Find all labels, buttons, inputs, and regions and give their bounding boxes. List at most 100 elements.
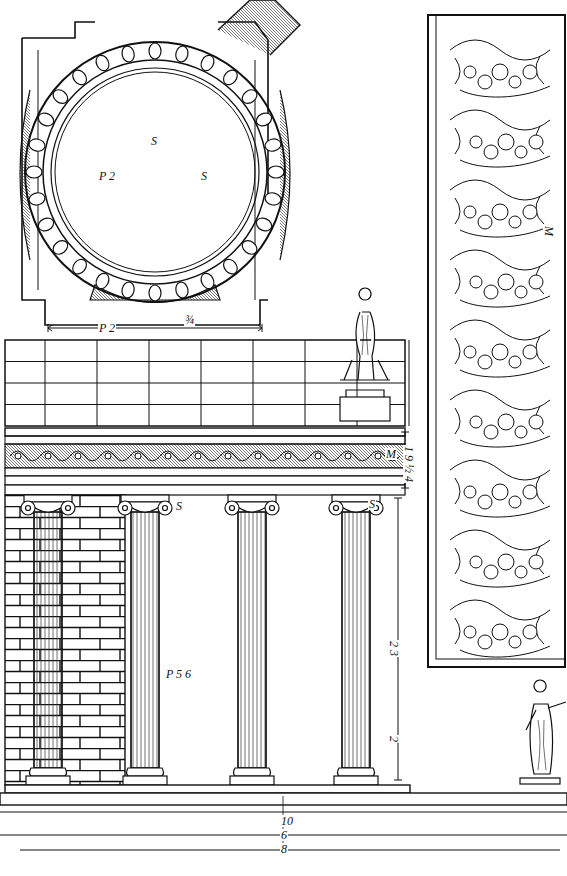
woodcut-stroke <box>94 271 112 291</box>
woodcut-stroke <box>484 285 498 299</box>
woodcut-stroke <box>515 426 527 438</box>
woodcut-stroke <box>265 501 279 515</box>
woodcut-stroke <box>509 636 521 648</box>
woodcut-stroke <box>455 266 544 294</box>
woodcut-stroke <box>315 453 321 459</box>
woodcut-stroke <box>118 501 132 515</box>
woodcut-stroke <box>50 87 70 106</box>
woodcut-stroke <box>334 506 339 511</box>
woodcut-stroke <box>450 320 550 340</box>
callout-label: S <box>150 135 158 147</box>
woodcut-stroke <box>40 451 70 461</box>
woodcut-stroke <box>285 453 291 459</box>
woodcut-stroke <box>50 238 70 257</box>
woodcut-stroke <box>460 366 550 377</box>
woodcut-stroke <box>470 276 482 288</box>
callout-label: M <box>385 448 397 460</box>
woodcut-stroke <box>199 53 217 73</box>
woodcut-stroke <box>130 451 160 461</box>
woodcut-stroke <box>455 196 544 224</box>
woodcut-stroke <box>21 501 35 515</box>
callout-label: ¾ <box>184 314 195 326</box>
woodcut-stroke <box>455 546 544 574</box>
callout-label: P 5 6 <box>165 668 192 680</box>
woodcut-stroke <box>478 635 492 649</box>
woodcut-stroke <box>484 565 498 579</box>
woodcut-stroke <box>280 451 310 461</box>
woodcut-stroke <box>460 576 550 587</box>
woodcut-stroke <box>221 67 240 87</box>
woodcut-stroke <box>450 390 550 410</box>
woodcut-stroke <box>255 453 261 459</box>
callout-label: 2 <box>388 735 400 743</box>
woodcut-stroke <box>199 271 217 291</box>
woodcut-stroke <box>523 65 537 79</box>
woodcut-stroke <box>127 768 164 776</box>
woodcut-stroke <box>450 180 550 200</box>
woodcut-stroke <box>450 110 550 130</box>
callout-label: 2 3 <box>388 640 400 657</box>
woodcut-stroke <box>460 86 550 97</box>
woodcut-stroke <box>70 257 89 277</box>
woodcut-stroke <box>230 506 235 511</box>
woodcut-stroke <box>225 501 239 515</box>
woodcut-stroke <box>464 66 476 78</box>
woodcut-stroke <box>455 336 544 364</box>
woodcut-stroke <box>523 485 537 499</box>
woodcut-stroke <box>234 768 271 776</box>
woodcut-stroke <box>97 340 98 426</box>
woodcut-stroke <box>515 286 527 298</box>
woodcut-stroke <box>492 624 508 640</box>
woodcut-stroke <box>131 512 159 768</box>
woodcut-stroke <box>160 451 190 461</box>
woodcut-stroke <box>61 501 75 515</box>
woodcut-stroke <box>455 406 544 434</box>
woodcut-stroke <box>450 600 550 620</box>
woodcut-stroke <box>149 43 161 59</box>
woodcut-stroke <box>24 495 72 502</box>
woodcut-stroke <box>190 451 220 461</box>
woodcut-stroke <box>464 206 476 218</box>
woodcut-stroke <box>28 137 46 152</box>
woodcut-stroke <box>149 340 150 426</box>
woodcut-stroke <box>123 506 128 511</box>
woodcut-stroke <box>509 76 521 88</box>
woodcut-stroke <box>529 135 543 149</box>
callout-label: P 2 <box>98 322 116 334</box>
woodcut-stroke <box>75 453 81 459</box>
woodcut-stroke <box>238 512 266 768</box>
woodcut-stroke <box>464 486 476 498</box>
callout-label: 8 <box>280 843 288 855</box>
woodcut-stroke <box>100 451 130 461</box>
woodcut-stroke <box>174 45 189 63</box>
callout-label: M <box>543 225 555 237</box>
woodcut-stroke <box>135 453 141 459</box>
woodcut-stroke <box>28 191 46 206</box>
woodcut-stroke <box>529 415 543 429</box>
woodcut-stroke <box>523 205 537 219</box>
callout-label: 1 9 ½ 4 <box>403 445 415 483</box>
woodcut-stroke <box>220 451 250 461</box>
woodcut-stroke <box>228 495 276 502</box>
woodcut-stroke <box>523 345 537 359</box>
woodcut-stroke <box>120 281 135 299</box>
woodcut-stroke <box>123 776 167 785</box>
woodcut-stroke <box>484 425 498 439</box>
woodcut-stroke <box>375 453 381 459</box>
woodcut-stroke <box>409 340 410 426</box>
woodcut-stroke <box>5 383 405 384</box>
woodcut-stroke <box>484 145 498 159</box>
woodcut-stroke <box>470 416 482 428</box>
woodcut-stroke <box>492 204 508 220</box>
woodcut-stroke <box>10 451 40 461</box>
woodcut-stroke <box>45 340 46 426</box>
woodcut-stroke <box>450 40 550 60</box>
woodcut-stroke <box>121 495 169 502</box>
woodcut-stroke <box>470 556 482 568</box>
woodcut-stroke <box>492 484 508 500</box>
woodcut-stroke <box>34 512 62 768</box>
woodcut-stroke <box>460 646 550 657</box>
woodcut-stroke <box>478 75 492 89</box>
woodcut-stroke <box>70 67 89 87</box>
